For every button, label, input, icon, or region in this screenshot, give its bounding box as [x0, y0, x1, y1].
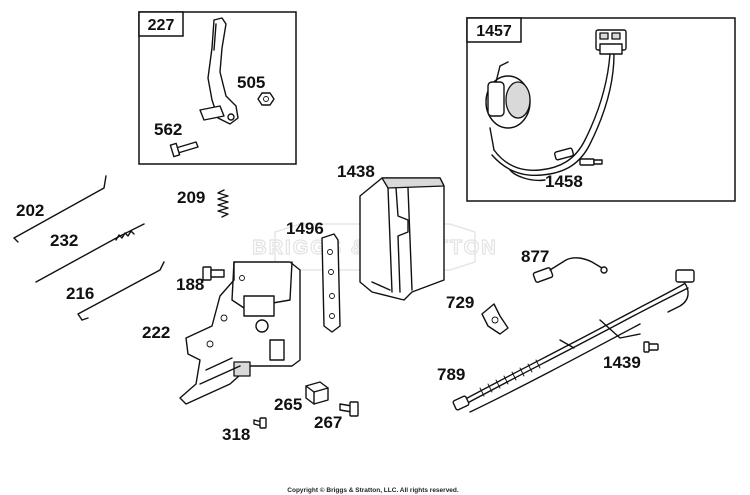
screw-part-318[interactable] — [253, 417, 267, 429]
wire-harness-part-877[interactable] — [532, 257, 608, 283]
callout-202: 202 — [16, 201, 44, 220]
cover-part-1438[interactable] — [359, 177, 445, 301]
bolt-part-267[interactable] — [339, 401, 359, 417]
callout-505: 505 — [237, 73, 265, 92]
copyright-notice: Copyright © Briggs & Stratton, LLC. All … — [287, 486, 459, 494]
callout-562: 562 — [154, 120, 182, 139]
callout-222: 222 — [142, 323, 170, 342]
spring-part-209[interactable] — [217, 189, 229, 218]
callout-1438: 1438 — [337, 162, 375, 181]
rod-spring-part-232[interactable] — [35, 223, 145, 283]
callout-188: 188 — [176, 275, 204, 294]
callout-216: 216 — [66, 284, 94, 303]
callout-789: 789 — [437, 365, 465, 384]
callout-265: 265 — [274, 395, 302, 414]
lever-part-227[interactable] — [199, 17, 239, 125]
callout-209: 209 — [177, 188, 205, 207]
block-part-265[interactable] — [305, 381, 329, 405]
detail-box-1457: 1457 1458 — [466, 17, 736, 202]
nut-part-505[interactable] — [257, 92, 275, 106]
bolt-part-562[interactable] — [169, 141, 199, 158]
wire-harness-part-1457[interactable] — [485, 29, 627, 182]
callout-1439: 1439 — [603, 353, 641, 372]
plate-part-1496[interactable] — [321, 233, 341, 333]
box-label-227: 227 — [148, 17, 175, 34]
bracket-part-222[interactable] — [179, 261, 301, 405]
rod-part-202[interactable] — [13, 175, 107, 243]
bolt-part-188[interactable] — [202, 266, 225, 281]
screw-part-1458[interactable] — [579, 158, 603, 166]
callout-729: 729 — [446, 293, 474, 312]
rod-part-216[interactable] — [77, 261, 165, 321]
callout-267: 267 — [314, 413, 342, 432]
wire-harness-part-1439[interactable] — [452, 269, 695, 413]
callout-1458: 1458 — [545, 172, 583, 191]
callout-1496: 1496 — [286, 219, 324, 238]
screw-part-1439[interactable] — [643, 341, 659, 353]
detail-box-227: 227 505 562 — [138, 11, 297, 165]
clip-part-729[interactable] — [481, 303, 509, 335]
callout-318: 318 — [222, 425, 250, 444]
callout-877: 877 — [521, 247, 549, 266]
callout-232: 232 — [50, 231, 78, 250]
box-label-1457: 1457 — [476, 23, 512, 40]
